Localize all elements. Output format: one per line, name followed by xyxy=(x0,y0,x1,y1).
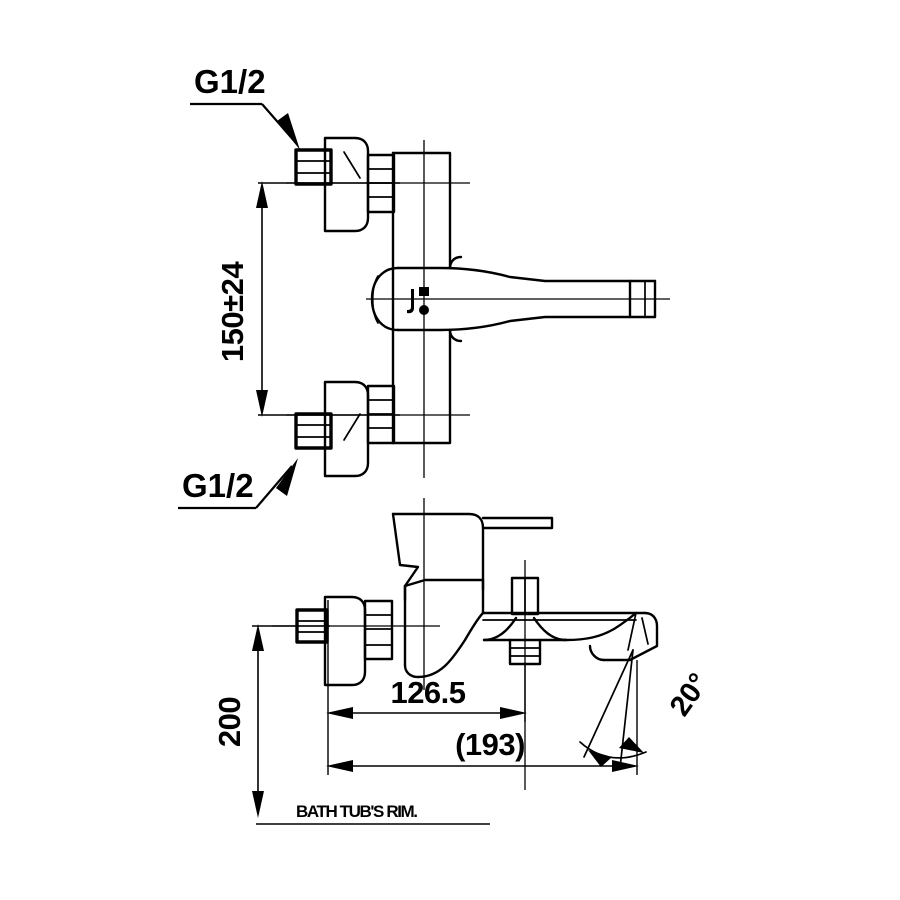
callout-inlet-bottom: G1/2 xyxy=(178,458,298,510)
side-view-spout xyxy=(564,611,659,662)
side-view-group: 200 126.5 (193) xyxy=(212,498,715,825)
note-bath-tub-rim: BATH TUB'S RIM. xyxy=(256,802,490,825)
label-inlet-top: G1/2 xyxy=(194,63,266,100)
top-view-group: 150±24 G1/2 G1/2 xyxy=(178,63,670,510)
dimension-spout-to-diverter: 126.5 xyxy=(326,600,527,722)
label-bath-tub-rim: BATH TUB'S RIM. xyxy=(296,802,417,821)
top-view-lever-handle xyxy=(366,266,670,332)
side-view-lever-handle xyxy=(391,512,554,602)
dimension-label-spout-to-diverter: 126.5 xyxy=(390,675,465,710)
dimension-label-mounting-height: 200 xyxy=(212,697,247,747)
side-view-body xyxy=(403,578,647,679)
side-view-diverter xyxy=(482,560,568,790)
dimension-label-inlet-spacing: 150±24 xyxy=(215,261,250,362)
label-inlet-bottom: G1/2 xyxy=(182,467,254,504)
dimension-mounting-height: 200 xyxy=(212,624,330,818)
dimension-inlet-spacing: 150±24 xyxy=(215,181,400,417)
dimension-total-projection: (193) xyxy=(326,660,639,775)
dimension-label-total-projection: (193) xyxy=(455,727,525,762)
callout-inlet-top: G1/2 xyxy=(190,63,300,150)
